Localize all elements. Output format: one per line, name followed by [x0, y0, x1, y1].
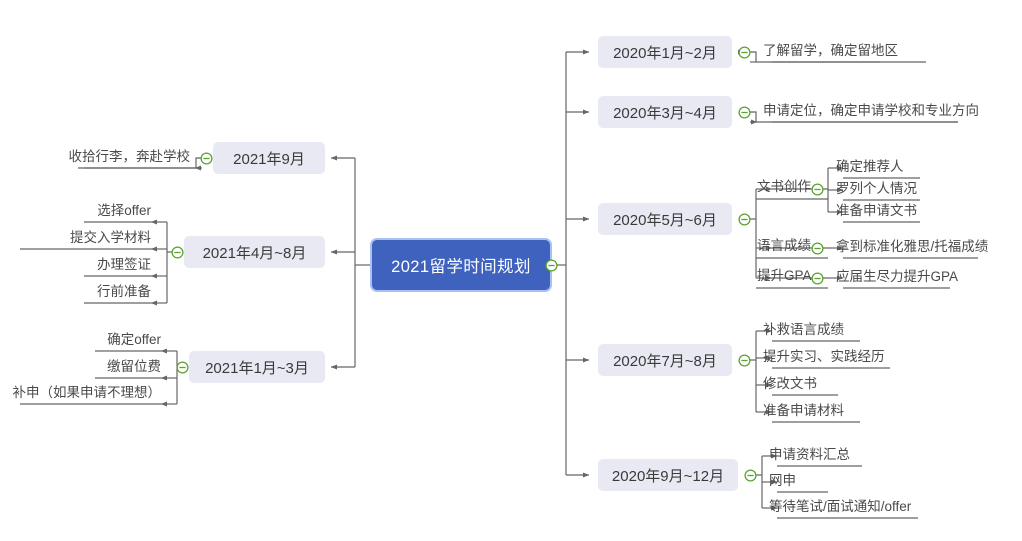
- root-node[interactable]: 2021留学时间规划: [370, 238, 552, 292]
- branch-node-label: 2021年4月~8月: [202, 244, 307, 262]
- leaf-node[interactable]: 申请定位，确定申请学校和专业方向: [763, 103, 979, 118]
- leaf-node[interactable]: 等待笔试/面试通知/offer: [769, 499, 912, 514]
- branch-node-2020-05-06[interactable]: 2020年5月~6月: [598, 203, 732, 235]
- leaf-node[interactable]: 准备申请材料: [763, 403, 844, 418]
- branch-node-2021-01-03[interactable]: 2021年1月~3月: [189, 351, 325, 383]
- leaf-node[interactable]: 确定推荐人: [836, 159, 904, 174]
- collapse-icon-2021-04-08[interactable]: [171, 246, 184, 259]
- leaf-node[interactable]: 应届生尽力提升GPA: [836, 269, 959, 284]
- collapse-icon-2021-09[interactable]: [200, 152, 213, 165]
- leaf-node[interactable]: 了解留学，确定留地区: [763, 43, 898, 58]
- leaf-node[interactable]: 提升实习、实践经历: [763, 349, 885, 364]
- collapse-icon-gpa[interactable]: [811, 272, 824, 285]
- branch-node-2020-09-12[interactable]: 2020年9月~12月: [598, 459, 738, 491]
- collapse-icon-2020-01-02[interactable]: [738, 46, 751, 59]
- subbranch-node-yuyan[interactable]: 语言成绩: [757, 238, 811, 253]
- collapse-icon-yuyan[interactable]: [811, 242, 824, 255]
- branch-node-label: 2020年1月~2月: [613, 44, 717, 62]
- collapse-icon-2021-01-03[interactable]: [176, 361, 189, 374]
- branch-node-label: 2021年1月~3月: [205, 359, 309, 377]
- branch-node-2020-07-08[interactable]: 2020年7月~8月: [598, 344, 732, 376]
- collapse-icon-root[interactable]: [545, 259, 558, 272]
- branch-node-2021-09[interactable]: 2021年9月: [213, 142, 325, 174]
- branch-node-label: 2020年9月~12月: [611, 467, 725, 485]
- leaf-node[interactable]: 办理签证: [97, 257, 151, 272]
- leaf-node[interactable]: 拿到标准化雅思/托福成绩: [836, 239, 989, 254]
- leaf-node[interactable]: 补救语言成绩: [763, 322, 844, 337]
- root-node-label: 2021留学时间规划: [391, 258, 531, 276]
- leaf-node[interactable]: 罗列个人情况: [836, 181, 917, 196]
- branch-node-label: 2020年7月~8月: [613, 352, 717, 370]
- branch-node-2020-01-02[interactable]: 2020年1月~2月: [598, 36, 732, 68]
- leaf-node[interactable]: 网申: [769, 473, 796, 488]
- leaf-node[interactable]: 修改文书: [763, 376, 817, 391]
- branch-node-label: 2020年5月~6月: [613, 211, 717, 229]
- leaf-node[interactable]: 提交入学材料: [70, 230, 151, 245]
- subbranch-node-gpa[interactable]: 提升GPA: [757, 268, 812, 283]
- leaf-node[interactable]: 收拾行李，奔赴学校: [68, 149, 191, 164]
- leaf-node[interactable]: 行前准备: [97, 284, 151, 299]
- leaf-node[interactable]: 缴留位费: [107, 359, 161, 374]
- branch-node-2021-04-08[interactable]: 2021年4月~8月: [184, 236, 325, 268]
- branch-node-label: 2020年3月~4月: [613, 104, 717, 122]
- branch-node-label: 2021年9月: [233, 150, 305, 168]
- leaf-node[interactable]: 选择offer: [97, 203, 151, 218]
- branch-node-2020-03-04[interactable]: 2020年3月~4月: [598, 96, 732, 128]
- leaf-node[interactable]: 补申（如果申请不理想）: [12, 385, 162, 400]
- subbranch-node-wenshu[interactable]: 文书创作: [757, 179, 811, 194]
- collapse-icon-2020-07-08[interactable]: [738, 354, 751, 367]
- collapse-icon-2020-05-06[interactable]: [738, 213, 751, 226]
- collapse-icon-wenshu[interactable]: [811, 183, 824, 196]
- collapse-icon-2020-09-12[interactable]: [744, 469, 757, 482]
- collapse-icon-2020-03-04[interactable]: [738, 106, 751, 119]
- leaf-node[interactable]: 申请资料汇总: [769, 447, 850, 462]
- leaf-node[interactable]: 准备申请文书: [836, 203, 917, 218]
- leaf-node[interactable]: 确定offer: [107, 332, 161, 347]
